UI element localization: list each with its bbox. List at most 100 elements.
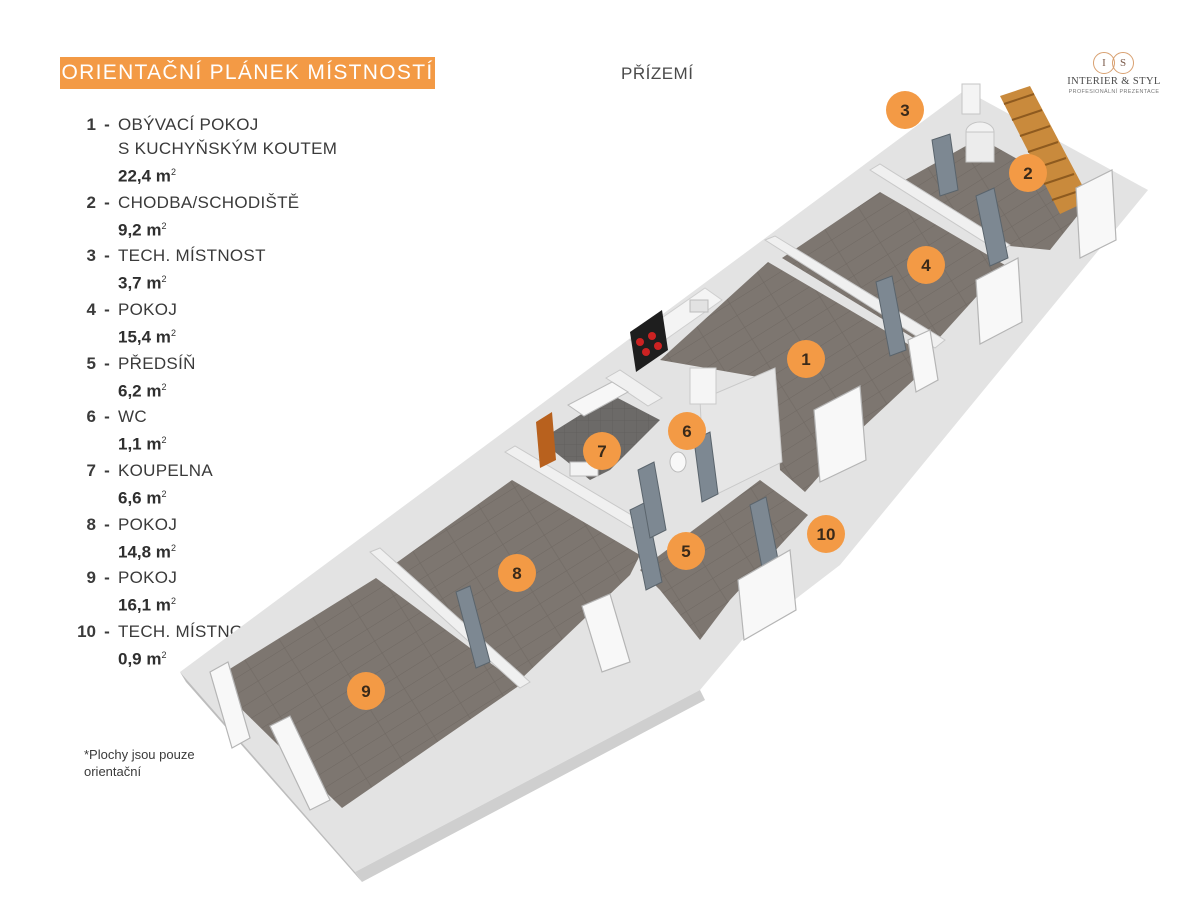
marker-number: 2 [1023,164,1032,183]
door-room-2 [975,187,1009,267]
room-markers: 1 2 3 4 5 6 7 8 [347,91,1047,710]
floor-label: PŘÍZEMÍ [621,64,694,83]
marker-number: 6 [682,422,691,441]
area-unit-exponent: 2 [170,596,176,607]
area-unit-exponent: 2 [161,220,167,231]
boiler [961,83,981,115]
disclaimer-line: *Plochy jsou pouze [84,747,195,762]
legend-room-area: 9,2 m2 [70,215,370,242]
marker-circle [498,554,536,592]
doors [455,133,1009,669]
legend-room-area: 22,4 m2 [70,161,370,188]
area-unit-exponent: 2 [170,167,176,177]
marker-circle [807,515,845,553]
legend-dash: - [104,460,110,480]
legend-room-area: 1,1 m2 [70,429,370,456]
wood-cabinet [536,412,556,468]
area-disclaimer: *Plochy jsou pouze orientační [84,746,195,780]
legend-entry-2: 2 - CHODBA/SCHODIŠTĚ 9,2 m2 [70,191,370,242]
area-value: 3,7 m [118,273,162,293]
company-logo: I S INTERIER & STYL PROFESIONÁLNÍ PREZEN… [1066,50,1162,100]
area-unit-exponent: 2 [170,542,176,553]
legend-number: 1 [86,115,96,134]
door-bathroom [637,461,667,539]
floor-room-4 [782,192,1005,348]
legend-room-name: PŘEDSÍŇ [118,353,196,373]
legend-room-name: POKOJ [118,299,178,319]
logo-name: INTERIER & STYL [1067,76,1161,87]
legend-entry-8: 8 - POKOJ 14,8 m2 [70,513,370,564]
area-value: 1,1 m [118,434,162,454]
window-room-5 [737,549,797,641]
window-room-4 [975,257,1023,345]
window-room-9 [209,661,251,749]
room-marker-8: 8 [498,554,536,592]
marker-circle [787,340,825,378]
legend-room-name: TECH. MÍSTNOST [118,246,266,266]
bathtub [567,381,629,417]
room-marker-3: 3 [886,91,924,129]
bathroom-fixtures [536,381,687,477]
logo-circle-right: S [1112,52,1134,74]
area-unit-exponent: 2 [161,381,167,392]
marker-circle [668,412,706,450]
area-unit-exponent: 2 [161,274,167,285]
legend-room-name: OBÝVACÍ POKOJ [118,115,259,134]
room-marker-9: 9 [347,672,385,710]
wall-bathroom-kitchen [605,369,663,407]
window-room-9 [269,715,331,811]
legend-number: 8 [86,514,96,534]
legend-room-area: 3,7 m2 [70,268,370,295]
cooktop-burner [654,342,662,350]
marker-circle [667,532,705,570]
cooktop [630,310,668,372]
legend-room-area: 6,2 m2 [70,376,370,403]
legend-room-name: KOUPELNA [118,460,213,480]
marker-circle [907,246,945,284]
legend-dash: - [104,621,110,641]
legend-entry-7: 7 - KOUPELNA 6,6 m2 [70,459,370,510]
window-room-1 [907,329,939,393]
legend-room-name: POKOJ [118,514,178,534]
window-room-8 [581,593,631,673]
marker-circle [583,432,621,470]
marker-number: 4 [921,256,931,275]
toilet-icon [669,451,687,473]
room-legend: 1 - OBÝVACÍ POKOJ S KUCHYŇSKÝM KOUTEM 22… [70,113,370,674]
room-marker-5: 5 [667,532,705,570]
door-room-8 [455,585,491,669]
window-room-1 [813,385,867,483]
area-unit-exponent: 2 [161,649,167,660]
marker-number: 5 [681,542,690,561]
legend-dash: - [104,353,110,373]
marker-number: 9 [361,682,370,701]
marker-number: 10 [817,525,836,544]
area-value: 14,8 m [118,542,171,562]
marker-number: 8 [512,564,521,583]
legend-entry-1: 1 - OBÝVACÍ POKOJ S KUCHYŇSKÝM KOUTEM 22… [70,113,370,188]
legend-number: 4 [86,299,96,319]
area-value: 15,4 m [118,327,171,347]
legend-number: 9 [86,568,96,588]
area-value: 6,2 m [118,381,162,401]
marker-circle [886,91,924,129]
cooktop-burner [636,338,644,346]
wall-between-4-2 [869,163,1011,253]
room-marker-6: 6 [668,412,706,450]
legend-dash: - [104,246,110,266]
door-room-4 [875,275,907,357]
tech-room-fixtures [961,83,995,163]
room-marker-2: 2 [1009,154,1047,192]
logo-mark: I S [1090,52,1138,76]
legend-number: 6 [86,407,96,427]
legend-room-area: 0,9 m2 [70,644,370,671]
area-value: 6,6 m [118,488,162,508]
area-value: 22,4 m [118,166,171,186]
marker-number: 3 [900,101,909,120]
windows [209,169,1117,811]
cooktop-burner [642,348,650,356]
stairs-stringer [1000,86,1090,214]
staircase [1000,86,1090,214]
window-room-2 [1075,169,1117,259]
